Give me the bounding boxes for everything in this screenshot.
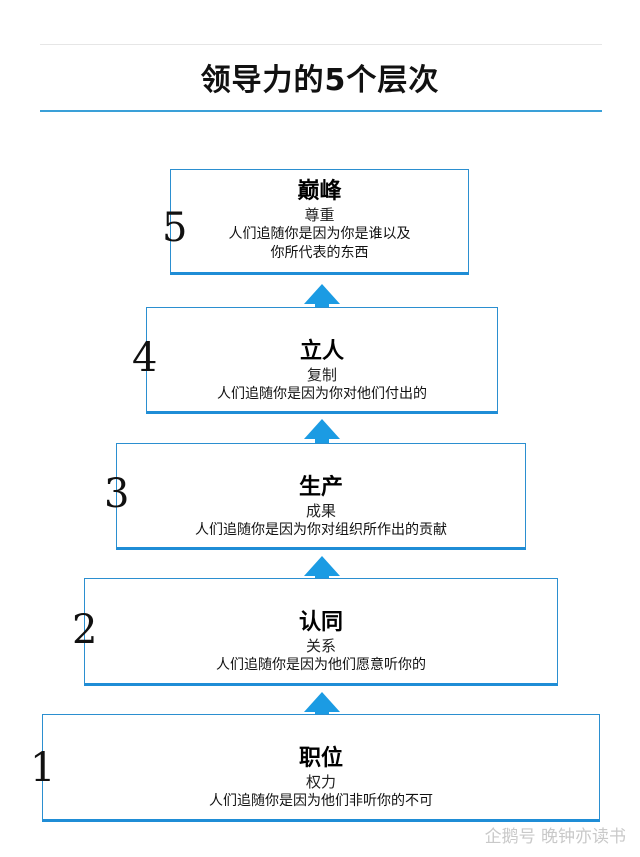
- top-divider: [40, 44, 602, 45]
- level-5-number: 5: [162, 205, 188, 251]
- level-5-subtitle: 尊重: [304, 206, 335, 224]
- level-1-box: 职位 权力 人们追随你是因为他们非听你的不可: [42, 714, 600, 822]
- level-3-name: 生产: [298, 475, 343, 500]
- level-1-description: 人们追随你是因为他们非听你的不可: [209, 793, 433, 809]
- level-2-description: 人们追随你是因为他们愿意听你的: [216, 657, 426, 673]
- level-4-description: 人们追随你是因为你对他们付出的: [217, 386, 427, 402]
- level-5-description-line1: 人们追随你是因为你是谁以及: [228, 226, 411, 242]
- level-2-name: 认同: [298, 610, 343, 635]
- diagram-title: 领导力的5个层次: [200, 63, 440, 98]
- level-4-subtitle: 复制: [306, 366, 337, 384]
- level-5-box: 巅峰 尊重 人们追随你是因为你是谁以及 你所代表的东西: [170, 169, 469, 275]
- title-underline: [40, 110, 602, 112]
- level-2-box: 认同 关系 人们追随你是因为他们愿意听你的: [84, 578, 558, 686]
- level-1-name: 职位: [298, 746, 343, 771]
- level-3-number: 3: [104, 471, 130, 517]
- level-1-subtitle: 权力: [305, 773, 336, 791]
- level-4-box: 立人 复制 人们追随你是因为你对他们付出的: [146, 307, 498, 414]
- level-1-number: 1: [30, 745, 56, 791]
- level-2-subtitle: 关系: [305, 637, 336, 655]
- level-2-number: 2: [72, 607, 98, 653]
- watermark: 企鹅号 晚钟亦读书: [484, 827, 626, 847]
- level-3-description: 人们追随你是因为你对组织所作出的贡献: [195, 522, 447, 538]
- level-5-description-line2: 你所代表的东西: [270, 245, 369, 261]
- level-3-subtitle: 成果: [305, 502, 336, 520]
- level-4-name: 立人: [299, 339, 344, 364]
- level-3-box: 生产 成果 人们追随你是因为你对组织所作出的贡献: [116, 443, 526, 550]
- level-4-number: 4: [132, 335, 158, 381]
- level-5-name: 巅峰: [297, 179, 342, 204]
